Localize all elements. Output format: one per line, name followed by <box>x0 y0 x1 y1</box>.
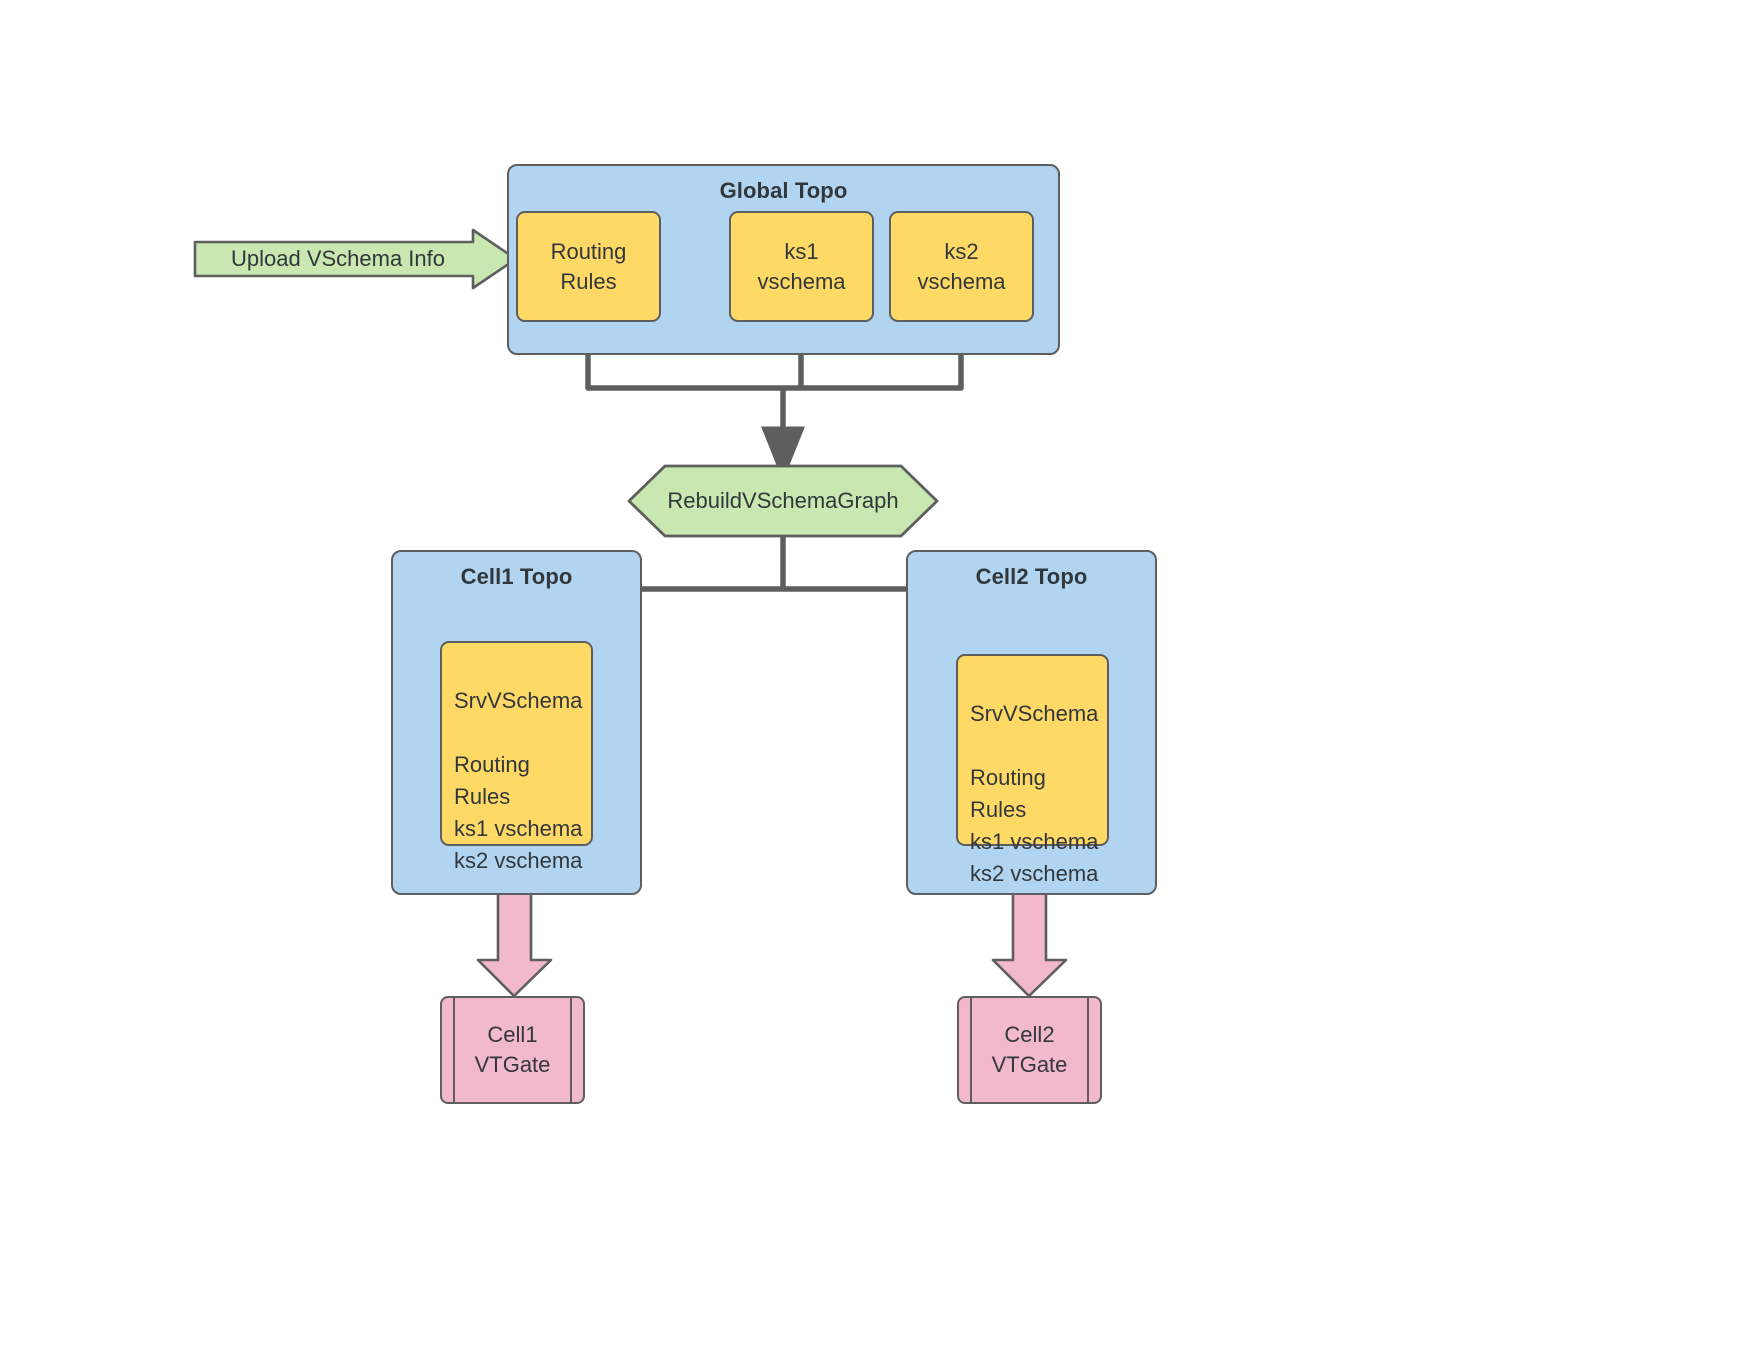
cell1-vtgate-label: Cell1 VTGate <box>474 1022 551 1077</box>
global-topo-title: Global Topo <box>719 178 848 203</box>
global-box-routing-rules-label: Routing Rules <box>550 238 627 294</box>
cell1-vtgate-node[interactable]: Cell1 VTGate <box>440 996 585 1104</box>
upload-vschema-arrow-label: Upload VSchema Info <box>230 246 446 271</box>
rebuild-vschema-graph-shape[interactable] <box>627 464 939 538</box>
cell1-srvvschema-box[interactable]: SrvVSchema Routing Rules ks1 vschema ks2… <box>440 641 593 873</box>
global-box-routing-rules[interactable]: Routing Rules <box>516 211 661 322</box>
global-box-ks1-vschema[interactable]: ks1 vschema <box>729 211 874 322</box>
cell2-vtgate-node[interactable]: Cell2 VTGate <box>957 996 1102 1104</box>
global-box-ks1-vschema-label: ks1 vschema <box>757 238 846 294</box>
upload-vschema-arrow <box>193 228 518 290</box>
cell2-topo-title: Cell2 Topo <box>975 564 1088 589</box>
global-box-ks2-vschema-label: ks2 vschema <box>917 238 1006 294</box>
cell1-srvvschema-box-label: SrvVSchema Routing Rules ks1 vschema ks2… <box>454 688 583 873</box>
cell2-srvvschema-box-label: SrvVSchema Routing Rules ks1 vschema ks2… <box>970 701 1099 886</box>
cell2-srvvschema-box[interactable]: SrvVSchema Routing Rules ks1 vschema ks2… <box>956 654 1109 886</box>
global-box-ks2-vschema[interactable]: ks2 vschema <box>889 211 1034 322</box>
cell1-topo-title: Cell1 Topo <box>460 564 573 589</box>
rebuild-vschema-graph-label: RebuildVSchemaGraph <box>667 488 899 513</box>
cell2-vtgate-label: Cell2 VTGate <box>991 1022 1068 1077</box>
